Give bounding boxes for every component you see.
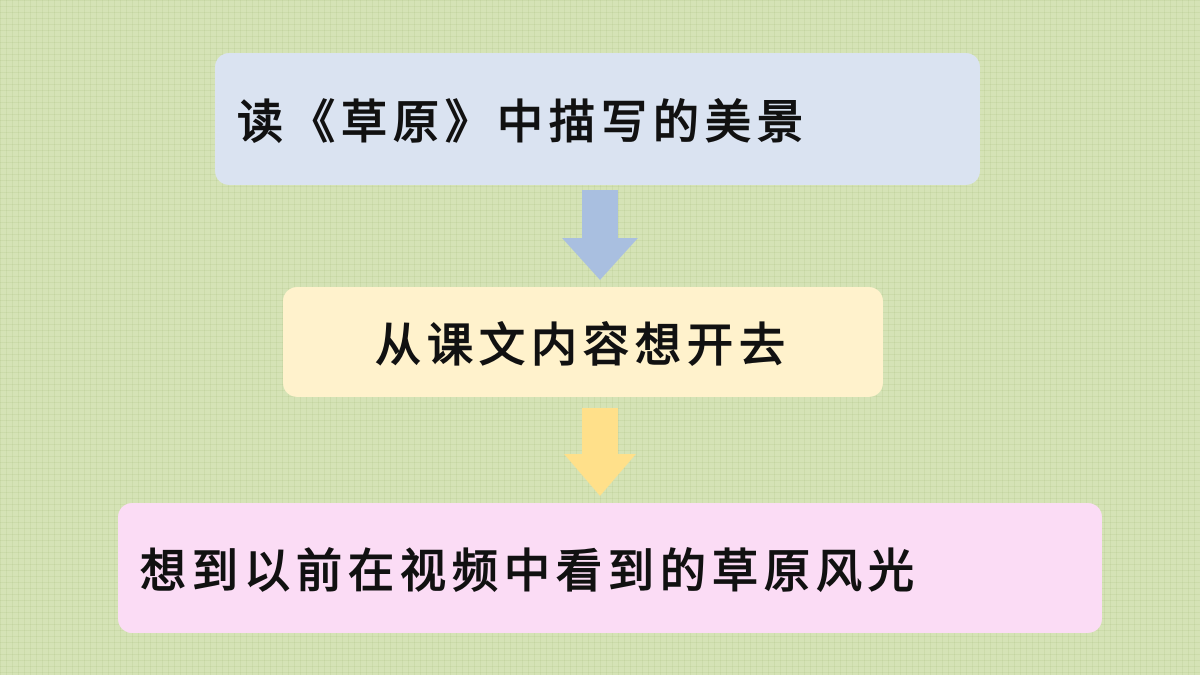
down-arrow-icon-2 — [564, 408, 636, 496]
step-text-3: 想到以前在视频中看到的草原风光 — [140, 544, 920, 598]
step-text-1: 读《草原》中描写的美景 — [237, 95, 809, 149]
step-box-1: 读《草原》中描写的美景 — [215, 53, 980, 185]
down-arrow-icon-1 — [562, 190, 638, 280]
step-text-2: 从课文内容想开去 — [375, 318, 791, 372]
step-box-2: 从课文内容想开去 — [283, 287, 883, 397]
step-box-3: 想到以前在视频中看到的草原风光 — [118, 503, 1102, 633]
